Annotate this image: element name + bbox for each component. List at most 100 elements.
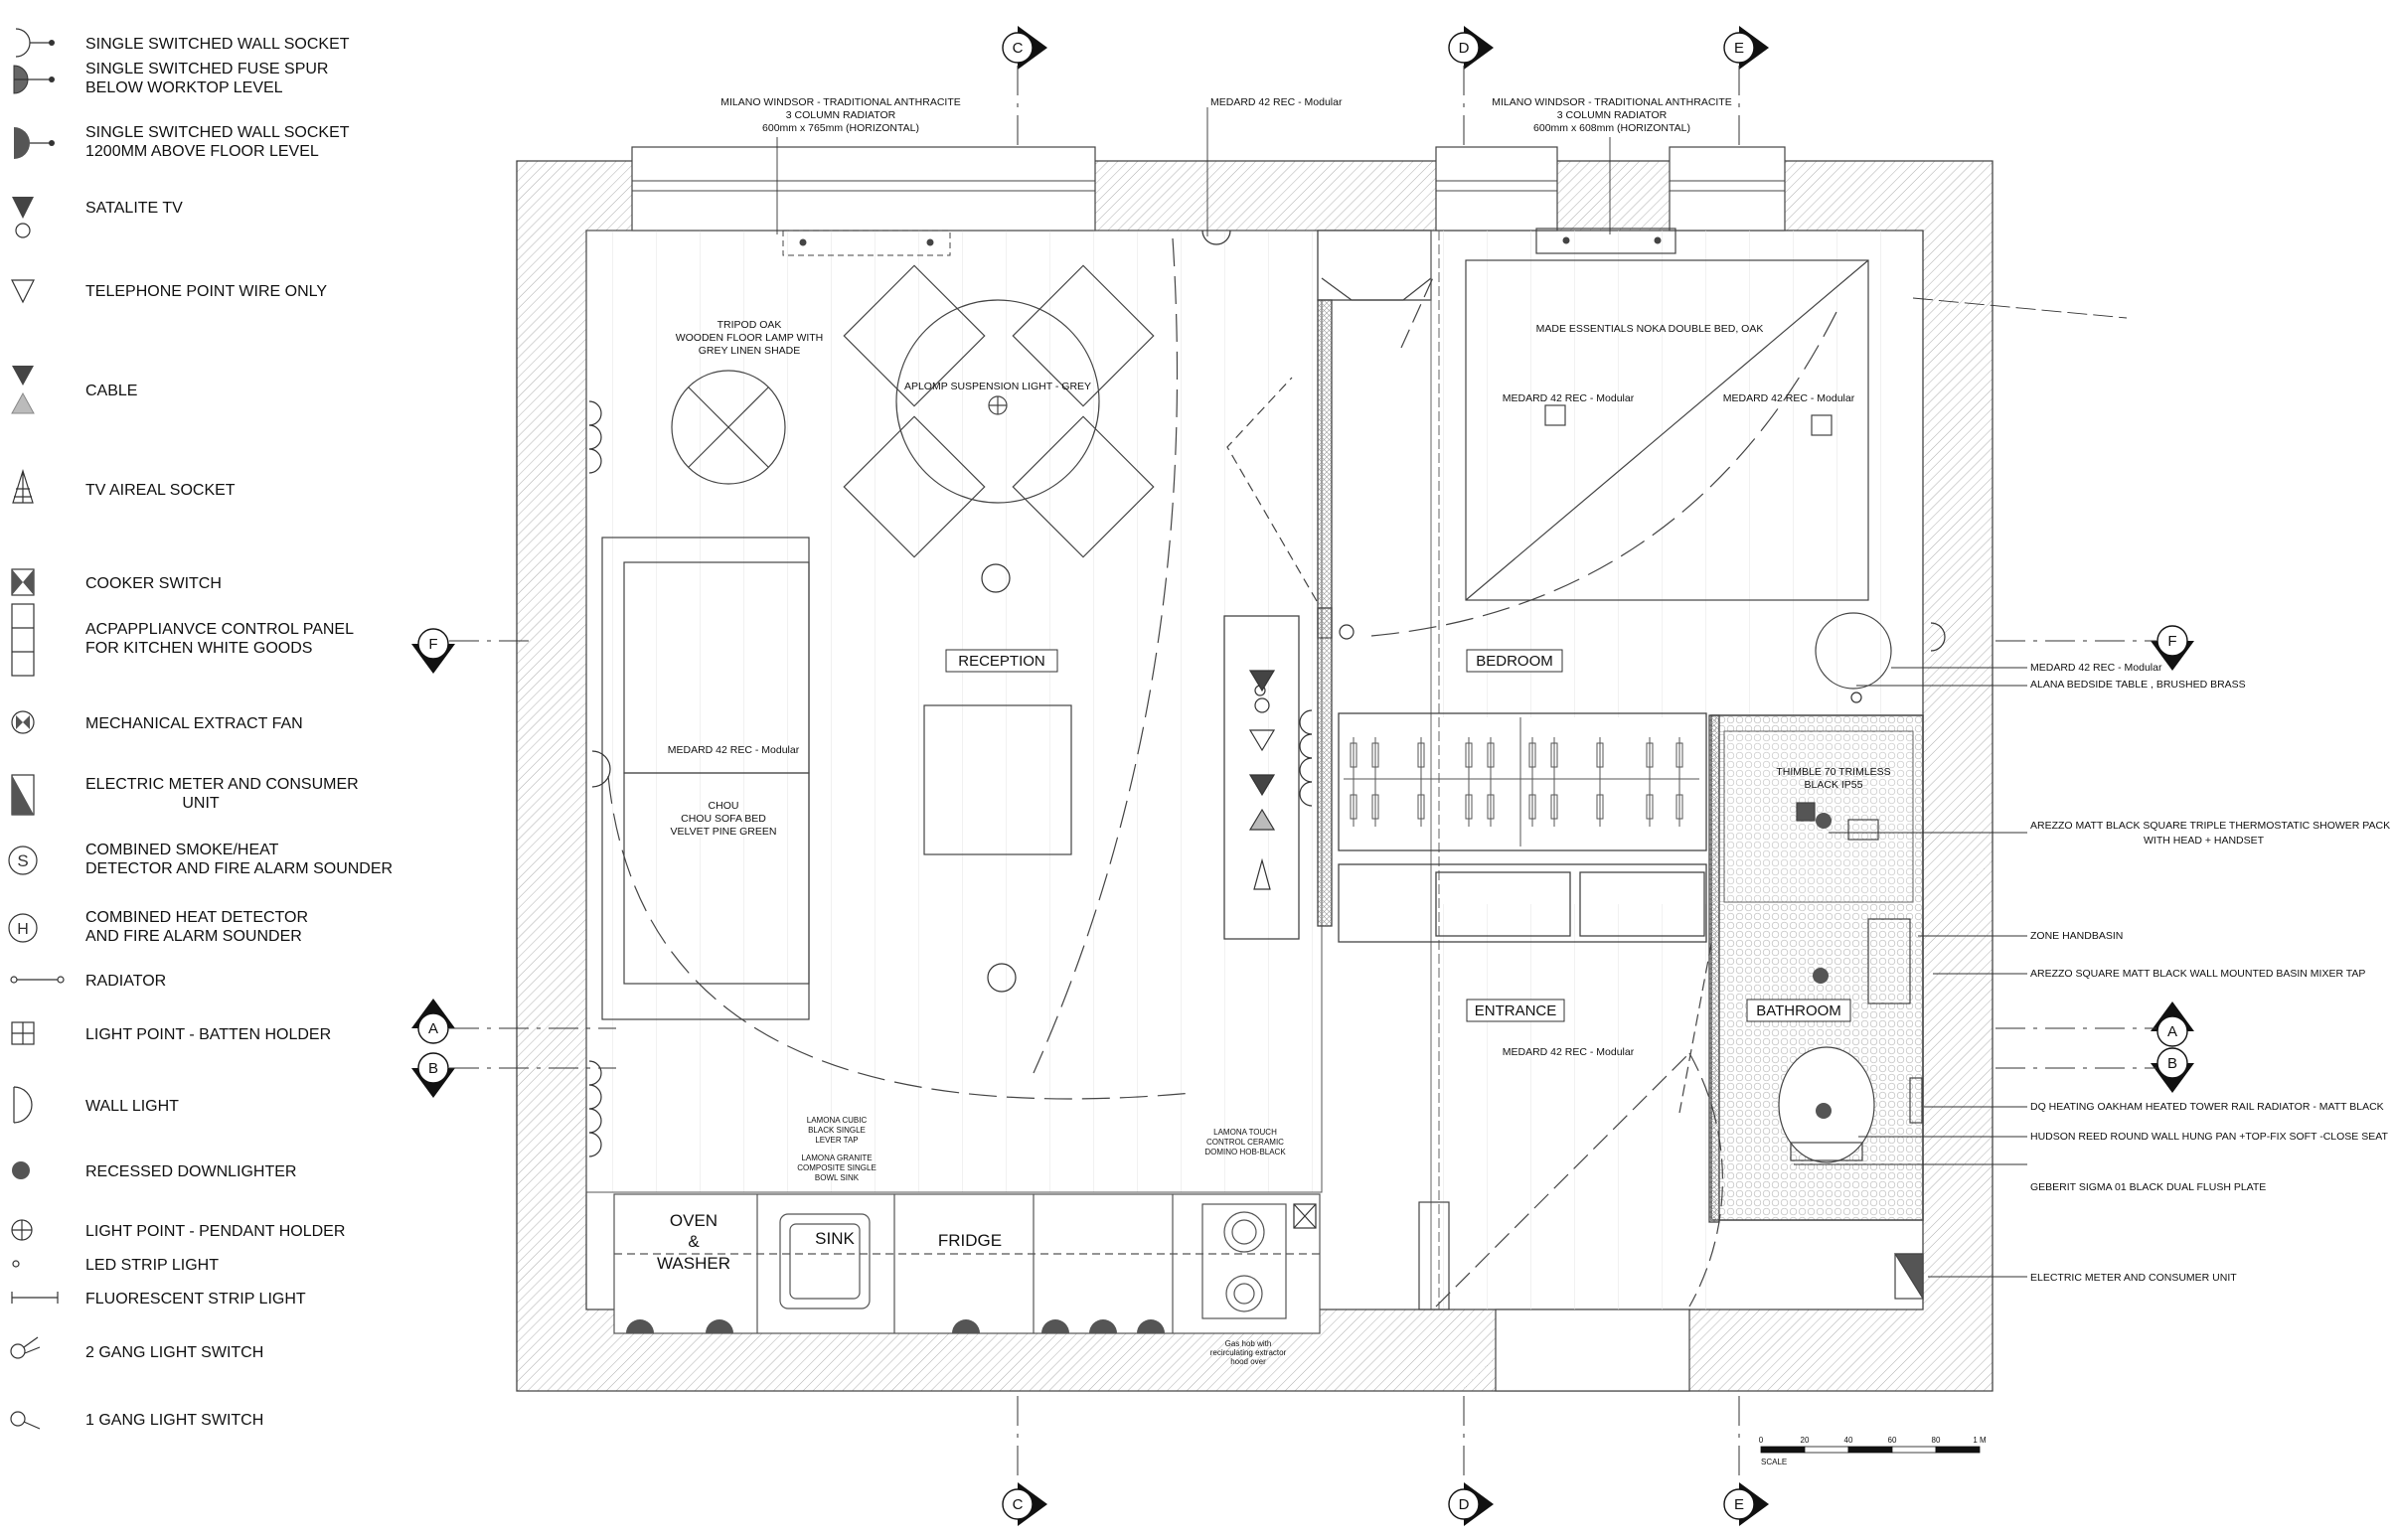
legend-label: 1200MM ABOVE FLOOR LEVEL: [85, 143, 319, 160]
fluorescent-strip-icon: [11, 1292, 59, 1304]
legend-row: 2 GANG LIGHT SWITCH: [10, 1336, 263, 1361]
section-label: E: [1734, 40, 1744, 57]
tap-note: BLACK SINGLE: [808, 1126, 866, 1135]
scale-tick: 0: [1759, 1436, 1764, 1445]
legend-label: SINGLE SWITCHED WALL SOCKET: [85, 36, 350, 53]
legend-label: FOR KITCHEN WHITE GOODS: [85, 640, 312, 657]
scale-tick: 60: [1888, 1436, 1897, 1445]
legend-row: COOKER SWITCH: [11, 568, 222, 596]
legend-label: DETECTOR AND FIRE ALARM SOUNDER: [85, 860, 393, 877]
room-name: SINK: [815, 1229, 855, 1248]
sofa-note: VELVET PINE GREEN: [671, 826, 777, 838]
room-label: BEDROOM: [1466, 649, 1563, 673]
kitchen-counter: [613, 1193, 1321, 1334]
svg-text:H: H: [17, 921, 29, 938]
legend-label: COMBINED HEAT DETECTOR: [85, 909, 308, 926]
light-note: MEDARD 42 REC - Modular: [1723, 392, 1855, 404]
plan-annotations: MILANO WINDSOR - TRADITIONAL ANTHRACITE3…: [657, 96, 2390, 1366]
hob-note: LAMONA TOUCH: [1213, 1128, 1277, 1137]
scale-tick: 40: [1844, 1436, 1853, 1445]
legend-label: SINGLE SWITCHED FUSE SPUR: [85, 61, 328, 77]
legend-label: SATALITE TV: [85, 200, 183, 217]
heat-detector-icon: H: [8, 913, 38, 943]
gas-hob-note: hood over: [1230, 1357, 1266, 1366]
callout: ELECTRIC METER AND CONSUMER UNIT: [2030, 1272, 2237, 1284]
wall-light-icon: [13, 1086, 33, 1124]
legend-label: AND FIRE ALARM SOUNDER: [85, 928, 302, 945]
section-label: B: [428, 1060, 438, 1077]
sink-note: COMPOSITE SINGLE: [797, 1163, 877, 1172]
light-note: MEDARD 42 REC - Modular: [1210, 96, 1343, 108]
legend-row: WALL LIGHT: [13, 1086, 179, 1124]
room-label: RECEPTION: [945, 649, 1058, 673]
room-name: ENTRANCE: [1475, 1002, 1557, 1019]
legend: SINGLE SWITCHED WALL SOCKET SINGLE SWITCH…: [8, 28, 393, 1430]
suspension-light-note: APLOMP SUSPENSION LIGHT - GREY: [904, 381, 1091, 392]
cooker-switch-icon: [11, 568, 35, 596]
legend-row: SINGLE SWITCHED WALL SOCKET: [15, 28, 350, 58]
callout: DQ HEATING OAKHAM HEATED TOWER RAIL RADI…: [2030, 1101, 2384, 1113]
room-name: FRIDGE: [938, 1231, 1002, 1250]
sofa-note: CHOU SOFA BED: [681, 813, 766, 825]
radiator-note: MILANO WINDSOR - TRADITIONAL ANTHRACITE: [1492, 96, 1732, 108]
hob-note: DOMINO HOB-BLACK: [1204, 1148, 1286, 1156]
smoke-detector-icon: S: [8, 846, 38, 875]
bed-note: MADE ESSENTIALS NOKA DOUBLE BED, OAK: [1536, 323, 1764, 335]
downlights: [626, 813, 1832, 1333]
gas-hob-note: recirculating extractor: [1210, 1348, 1287, 1357]
section-marker: C: [1002, 1482, 1047, 1526]
radiators: [782, 230, 1662, 256]
telephone-point-icon: [11, 279, 35, 304]
section-marker: D: [1448, 26, 1494, 70]
reception-furniture: [601, 237, 1194, 1100]
section-marker: C: [1002, 26, 1047, 70]
scale-label: SCALE: [1761, 1458, 1787, 1466]
legend-row: FLUORESCENT STRIP LIGHT: [11, 1291, 306, 1308]
tap-note: LEVER TAP: [815, 1136, 858, 1145]
light-note: MEDARD 42 REC - Modular: [1503, 392, 1635, 404]
scale-tick: 1 M: [1973, 1436, 1987, 1445]
one-gang-switch-icon: [10, 1411, 41, 1430]
section-label: A: [2167, 1023, 2177, 1040]
legend-row: RECESSED DOWNLIGHTER: [12, 1161, 296, 1180]
callout: WITH HEAD + HANDSET: [2144, 835, 2265, 847]
legend-label: LIGHT POINT - PENDANT HOLDER: [85, 1223, 345, 1240]
svg-text:S: S: [17, 851, 28, 870]
floor-lamp-note: GREY LINEN SHADE: [699, 345, 801, 357]
wardrobe: [1344, 717, 1699, 847]
legend-label: COMBINED SMOKE/HEAT: [85, 842, 279, 858]
radiator-note: 600mm x 765mm (HORIZONTAL): [762, 122, 919, 134]
section-label: A: [428, 1020, 438, 1037]
legend-label: LED STRIP LIGHT: [85, 1257, 219, 1274]
sink-note: LAMONA GRANITE: [801, 1154, 872, 1162]
legend-row: TV AIREAL SOCKET: [12, 468, 236, 504]
radiator-note: 600mm x 608mm (HORIZONTAL): [1533, 122, 1690, 134]
section-label: B: [2167, 1055, 2177, 1072]
two-gang-switch-icon: [10, 1336, 41, 1359]
scale-tick: 20: [1801, 1436, 1810, 1445]
electric-meter-icon: [11, 774, 35, 816]
light-note: MEDARD 42 REC - Modular: [668, 744, 800, 756]
section-label: C: [1013, 1496, 1024, 1513]
batten-holder-icon: [11, 1021, 35, 1045]
section-marker: F: [411, 628, 455, 674]
room-name: RECEPTION: [958, 653, 1045, 670]
recessed-downlighter-icon: [12, 1161, 30, 1179]
callout: HUDSON REED ROUND WALL HUNG PAN +TOP-FIX…: [2030, 1131, 2388, 1143]
legend-label: COOKER SWITCH: [85, 575, 222, 592]
legend-label: LIGHT POINT - BATTEN HOLDER: [85, 1026, 331, 1043]
legend-row: LIGHT POINT - PENDANT HOLDER: [11, 1219, 345, 1241]
light-note: MEDARD 42 REC - Modular: [1503, 1046, 1635, 1058]
section-label: F: [428, 636, 437, 653]
light-note: THIMBLE 70 TRIMLESS: [1776, 766, 1890, 778]
scale-tick: 80: [1932, 1436, 1941, 1445]
legend-row: H COMBINED HEAT DETECTOR AND FIRE ALARM SO…: [8, 909, 308, 945]
section-label: D: [1459, 1496, 1470, 1513]
legend-row: S COMBINED SMOKE/HEAT DETECTOR AND FIRE AL…: [8, 842, 393, 877]
satellite-tv-icon: [12, 197, 34, 238]
room-name: OVEN: [670, 1211, 718, 1230]
building-outline: [516, 146, 1994, 1392]
